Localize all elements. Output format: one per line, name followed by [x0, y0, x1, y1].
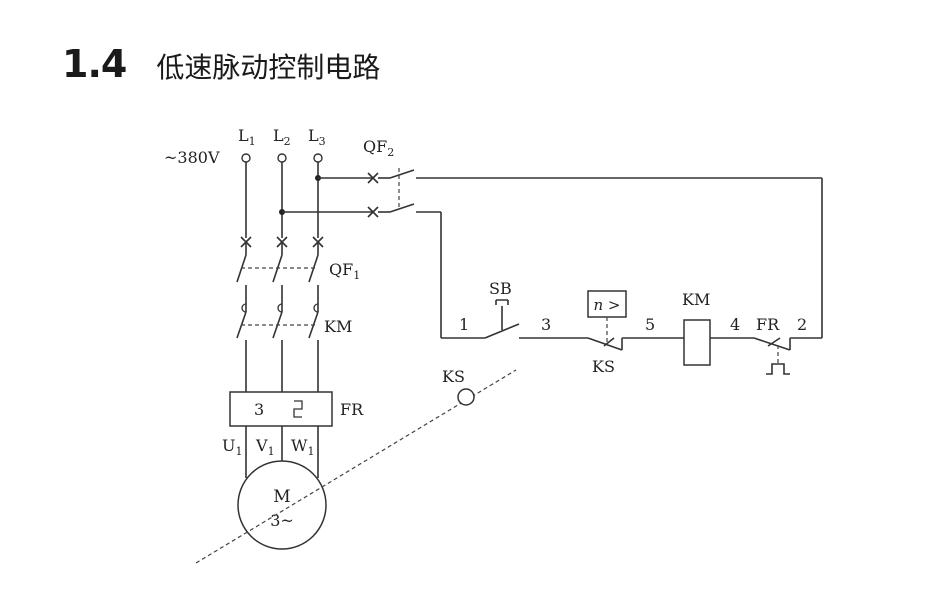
terminal-w1: W1 — [291, 436, 314, 458]
ks-contact-label: KS — [592, 357, 615, 376]
km-coil-label: KM — [682, 290, 710, 309]
page-title: 1.4 低速脉动控制电路 — [62, 42, 380, 92]
svg-text:L3: L3 — [308, 126, 326, 148]
svg-text:L1: L1 — [238, 126, 256, 148]
motor-label: M — [273, 487, 290, 507]
qf2-breaker — [367, 168, 822, 218]
fr-thermal-relay — [229, 391, 333, 427]
qf1-label: QF1 — [329, 260, 360, 282]
speed-sensor-symbol: n > — [594, 296, 621, 314]
qf2-label: QF2 — [363, 137, 394, 159]
phase-label-l3: L3 — [308, 126, 326, 148]
power-lines-upper — [245, 162, 319, 238]
km-coil — [683, 319, 711, 366]
fr-label: FR — [340, 400, 364, 419]
km-main-label: KM — [324, 317, 352, 336]
sb-label: SB — [489, 279, 512, 298]
phase-label-l2: L2 — [273, 126, 291, 148]
control-wiring — [440, 178, 823, 351]
section-number: 1.4 — [62, 42, 127, 86]
motor-phase-label: 3~ — [270, 511, 294, 530]
ks-shaft-label: KS — [442, 367, 465, 386]
motor-symbol — [237, 460, 327, 550]
km-main-contacts — [236, 303, 319, 392]
terminal-v1: V1 — [255, 436, 275, 458]
control-supply-taps — [279, 175, 372, 215]
motor-leads — [245, 426, 319, 478]
phase-label-l1: L1 — [238, 126, 256, 148]
qf1-breaker — [236, 236, 324, 312]
node-2: 2 — [797, 315, 807, 334]
svg-text:L2: L2 — [273, 126, 291, 148]
fr-contact-thermal-symbol — [766, 345, 790, 375]
node-4: 4 — [730, 315, 740, 334]
fr-contact-label: FR — [756, 315, 780, 334]
supply-voltage-label: ~380V — [164, 148, 220, 167]
section-title: 低速脉动控制电路 — [156, 51, 381, 84]
fr-number: 3 — [254, 400, 264, 419]
node-3: 3 — [541, 315, 551, 334]
terminal-u1: U1 — [222, 436, 242, 458]
node-1: 1 — [459, 315, 469, 334]
supply-terminals — [241, 153, 323, 163]
ks-speed-relay-symbol — [457, 388, 475, 406]
node-5: 5 — [645, 315, 655, 334]
speed-sensor-box — [587, 290, 627, 344]
